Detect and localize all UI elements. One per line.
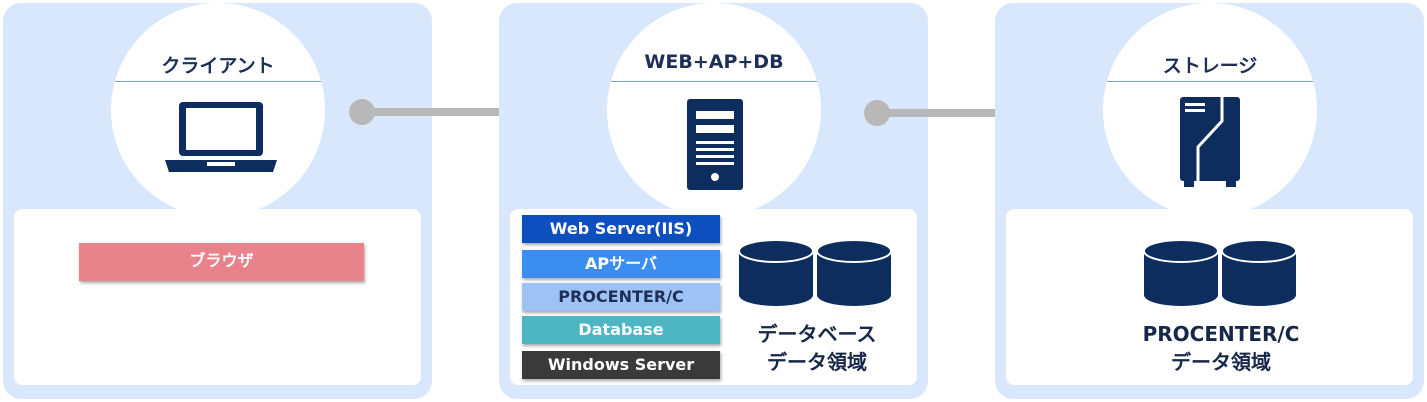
title-divider [1107, 81, 1313, 82]
server-card: Web Server(IIS) APサーバ PROCENTER/C Databa… [510, 209, 917, 385]
storage-caption-line1: PROCENTER/C [1142, 322, 1300, 346]
stack-layer-procenter: PROCENTER/C [522, 283, 720, 311]
browser-bar: ブラウザ [79, 243, 364, 281]
client-card: ブラウザ [14, 209, 421, 385]
storage-icon [1180, 97, 1240, 187]
stack-layer-windows: Windows Server [522, 351, 720, 379]
storage-caption-line2: データ領域 [1171, 350, 1271, 374]
database-icon [738, 239, 892, 306]
laptop-icon [165, 102, 277, 172]
server-title: WEB+AP+DB [644, 51, 784, 73]
client-circle: クライアント [111, 3, 325, 217]
storage-panel: ストレージ PROCENTER/C データ領域 [995, 3, 1424, 399]
stack-layer-database: Database [522, 316, 720, 344]
title-divider [611, 81, 817, 82]
client-title: クライアント [161, 55, 275, 77]
storage-title: ストレージ [1162, 55, 1258, 77]
database-icon [1143, 239, 1297, 306]
server-panel: WEB+AP+DB Web Server(IIS) APサーバ PROCENTE… [499, 3, 928, 399]
storage-circle: ストレージ [1103, 3, 1317, 217]
stack-layer-apserver: APサーバ [522, 250, 720, 278]
client-panel: クライアント ブラウザ [3, 3, 432, 399]
stack-layer-webserver: Web Server(IIS) [522, 215, 720, 243]
db-caption-line2: データ領域 [767, 350, 867, 374]
server-icon [687, 99, 743, 190]
db-caption-line1: データベース [757, 322, 877, 346]
title-divider [115, 81, 321, 82]
storage-card: PROCENTER/C データ領域 [1006, 209, 1413, 385]
server-circle: WEB+AP+DB [607, 3, 821, 217]
